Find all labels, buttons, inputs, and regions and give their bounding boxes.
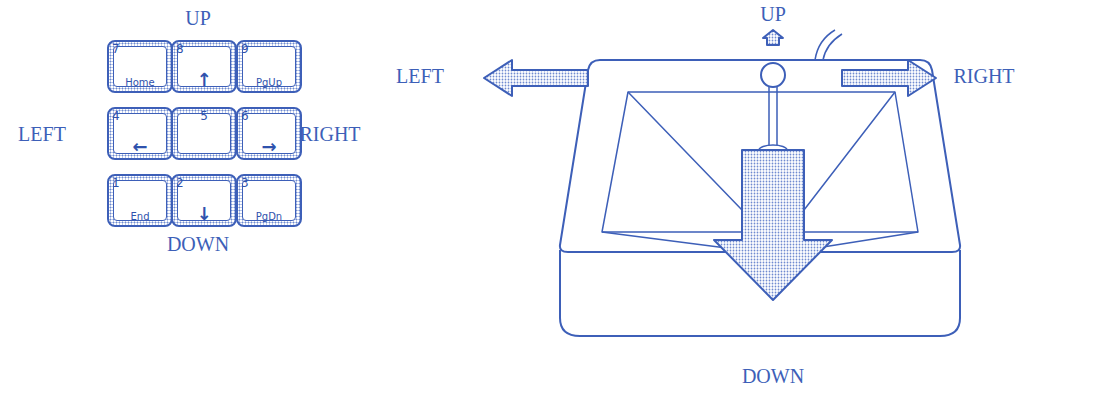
direction-label: DOWN (167, 233, 229, 256)
key-label: End (109, 211, 171, 222)
joystick-shaft (769, 86, 777, 150)
key-number: 6 (241, 109, 249, 123)
key-number: 5 (173, 109, 235, 123)
key-arrow: ↓ (173, 204, 235, 224)
key-arrow: ↑ (173, 70, 235, 90)
direction-label: UP (185, 7, 211, 30)
left-arrow (484, 60, 588, 96)
key-number: 9 (241, 42, 249, 56)
keypad-key: 2↓ (171, 174, 237, 227)
key-number: 4 (112, 109, 120, 123)
direction-label: UP (760, 3, 786, 26)
joystick-ball (761, 63, 785, 87)
direction-label: RIGHT (953, 65, 1014, 88)
key-number: 7 (112, 42, 120, 56)
direction-label: RIGHT (299, 123, 360, 146)
key-number: 1 (112, 176, 120, 190)
direction-label: LEFT (396, 65, 444, 88)
keypad-key: 8↑ (171, 40, 237, 93)
keypad-key: 6→ (236, 107, 302, 160)
key-label: Home (109, 77, 171, 88)
key-arrow: → (238, 137, 300, 157)
joystick-cable (815, 30, 842, 60)
key-number: 3 (241, 176, 249, 190)
keypad-key: 4← (107, 107, 173, 160)
key-number: 8 (176, 42, 184, 56)
keypad-key: 9PgUp (236, 40, 302, 93)
keypad-key: 1End (107, 174, 173, 227)
keypad-key: 7Home (107, 40, 173, 93)
keypad-key: 5 (171, 107, 237, 160)
key-arrow: ← (109, 137, 171, 157)
keypad-key: 3PgDn (236, 174, 302, 227)
key-label: PgUp (238, 77, 300, 88)
up-arrow (763, 30, 783, 45)
right-arrow (842, 60, 936, 96)
key-number: 2 (176, 176, 184, 190)
key-label: PgDn (238, 211, 300, 222)
down-arrow (714, 150, 832, 300)
direction-label: DOWN (742, 365, 804, 388)
direction-label: LEFT (18, 123, 66, 146)
